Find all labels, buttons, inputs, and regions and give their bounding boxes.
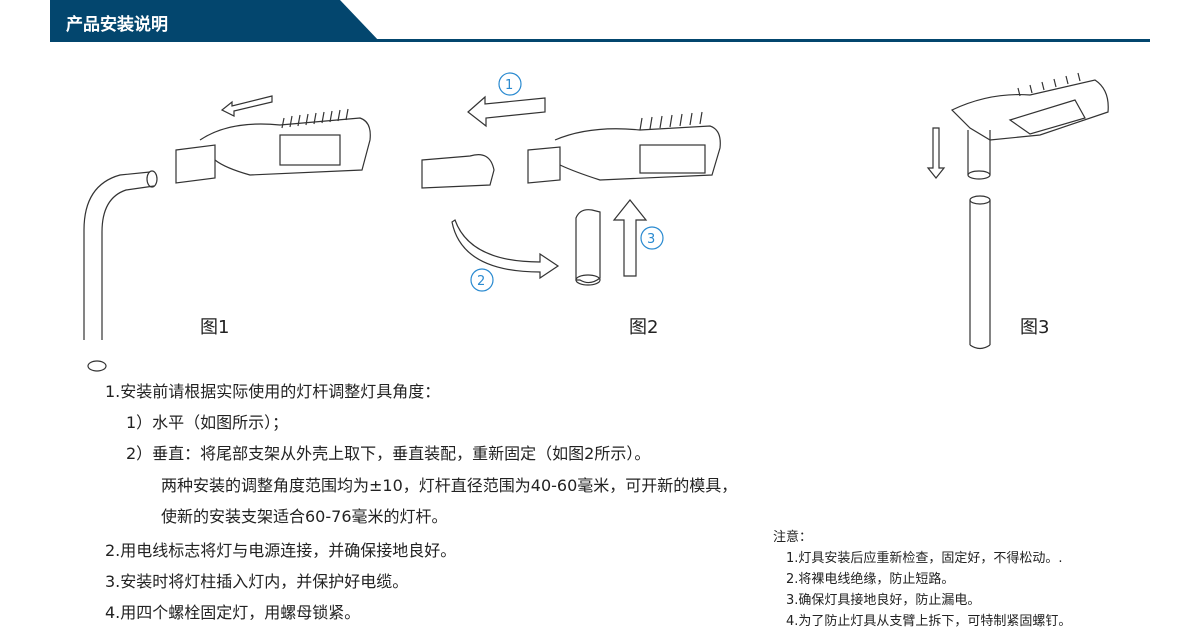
instruction-line: 1）水平（如图所示）； — [126, 413, 289, 432]
note-item: 4.为了防止灯具从支臂上拆下，可特制紧固螺钉。 — [786, 614, 1072, 629]
step-3-label: 3 — [647, 232, 655, 247]
figure-1-caption: 图1 — [200, 317, 230, 338]
figure-2-drawing: 1 2 3 — [421, 72, 721, 292]
instruction-line: 使新的安装支架适合60-76毫米的灯杆。 — [161, 507, 448, 526]
step-2-label: 2 — [477, 274, 485, 289]
header-rule — [370, 39, 1150, 42]
note-item: 1.灯具安装后应重新检查，固定好，不得松动。. — [786, 551, 1063, 566]
figure-2-caption: 图2 — [629, 317, 659, 338]
figure-3-caption: 图3 — [1020, 317, 1050, 338]
instruction-line: 1.安装前请根据实际使用的灯杆调整灯具角度： — [105, 382, 441, 401]
step-1-label: 1 — [505, 78, 513, 93]
notes-title: 注意： — [773, 530, 813, 545]
instruction-line: 2.用电线标志将灯与电源连接，并确保接地良好。 — [105, 541, 457, 560]
header-banner — [50, 0, 380, 42]
instruction-line: 两种安装的调整角度范围均为±10，灯杆直径范围为40-60毫米，可开新的模具， — [161, 476, 738, 495]
figure-1-drawing — [83, 95, 371, 372]
page-title: 产品安装说明 — [66, 15, 168, 35]
instruction-line: 3.安装时将灯柱插入灯内，并保护好电缆。 — [105, 572, 409, 591]
instruction-line: 2）垂直：将尾部支架从外壳上取下，垂直装配，重新固定（如图2所示）。 — [126, 444, 651, 463]
figure-3-drawing — [926, 72, 1109, 350]
note-item: 3.确保灯具接地良好，防止漏电。 — [786, 593, 981, 608]
note-item: 2.将裸电线绝缘，防止短路。 — [786, 572, 955, 587]
instruction-line: 4.用四个螺栓固定灯，用螺母锁紧。 — [105, 603, 361, 622]
